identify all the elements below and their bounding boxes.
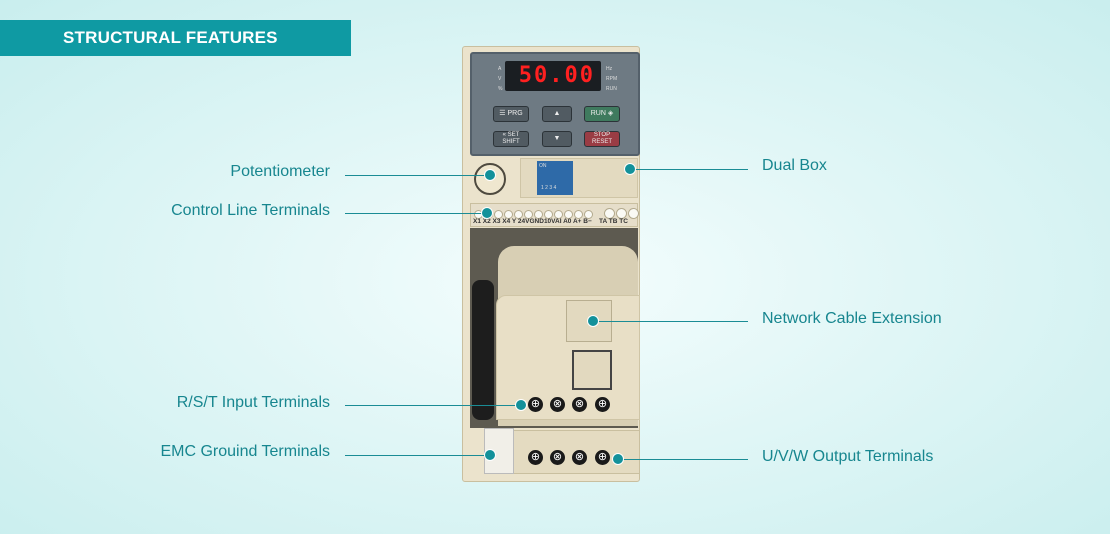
terminal-row (471, 204, 640, 226)
screw-v: ⊗ (550, 450, 565, 465)
callout-dot (587, 315, 599, 327)
callout-line (345, 405, 517, 406)
dip-switch[interactable]: ON 1 2 3 4 (537, 161, 573, 195)
screw-s: ⊗ (550, 397, 565, 412)
set-shift-button[interactable]: « SET SHIFT (493, 131, 529, 147)
callout-line (345, 213, 487, 214)
label-control-line-terminals: Control Line Terminals (171, 202, 330, 219)
indicator-a: A (498, 66, 502, 72)
callout-dot (484, 449, 496, 461)
right-indicators: Hz RPM RUN (606, 64, 617, 94)
label-emc-ground-terminals: EMC Grouind Terminals (160, 443, 330, 460)
screw-w: ⊗ (572, 450, 587, 465)
label-uvw-output-terminals: U/V/W Output Terminals (762, 448, 934, 465)
callout-dot (612, 453, 624, 465)
callout-dot (484, 169, 496, 181)
dip-on-label: ON (539, 163, 547, 169)
indicator-v: V (498, 76, 502, 82)
screw-r: ⊕ (528, 397, 543, 412)
indicator-rpm: RPM (606, 76, 618, 82)
run-button[interactable]: RUN ◈ (584, 106, 620, 122)
callout-line (618, 459, 748, 460)
down-button[interactable]: ▼ (542, 131, 572, 147)
callout-dot (624, 163, 636, 175)
relay-labels: TA TB TC (599, 218, 628, 225)
terminal-labels: X1 X2 X3 X4 Y 24VGND10VAI A0 A+ B− (473, 218, 592, 225)
callout-dot (515, 399, 527, 411)
indicator-run: RUN (606, 86, 617, 92)
callout-line (345, 175, 490, 176)
led-display: 50.00 (505, 61, 601, 91)
prg-button[interactable]: ☰ PRG (493, 106, 529, 122)
screw-4: ⊕ (595, 397, 610, 412)
left-indicators: A V % (498, 64, 502, 94)
screw-t: ⊗ (572, 397, 587, 412)
dip-numbers: 1 2 3 4 (541, 185, 557, 191)
indicator-percent: % (498, 86, 503, 92)
rod (472, 280, 494, 420)
label-dual-box: Dual Box (762, 157, 827, 174)
callout-line (630, 169, 748, 170)
label-network-cable-extension: Network Cable Extension (762, 310, 942, 327)
callout-dot (481, 207, 493, 219)
up-button[interactable]: ▲ (542, 106, 572, 122)
label-potentiometer: Potentiometer (230, 163, 330, 180)
callout-line (345, 455, 490, 456)
callout-line (593, 321, 748, 322)
network-icon (572, 350, 612, 390)
stop-reset-button[interactable]: STOP RESET (584, 131, 620, 147)
label-rst-input-terminals: R/S/T Input Terminals (176, 394, 330, 411)
indicator-hz: Hz (606, 66, 613, 72)
screw-pe: ⊕ (595, 450, 610, 465)
screw-u: ⊕ (528, 450, 543, 465)
control-terminal-strip: X1 X2 X3 X4 Y 24VGND10VAI A0 A+ B− TA TB… (470, 203, 640, 227)
section-title: STRUCTURAL FEATURES (0, 20, 351, 56)
